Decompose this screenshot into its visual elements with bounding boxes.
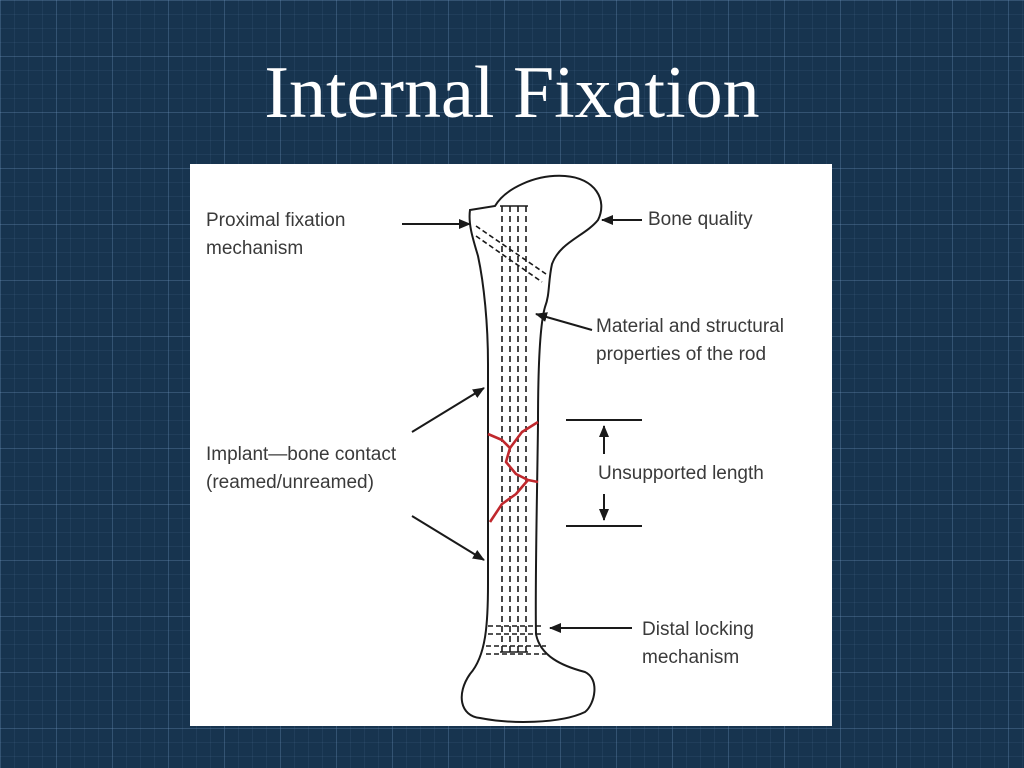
label-distal-locking: Distal locking mechanism xyxy=(642,619,754,668)
label-material-properties: Material and structural properties of th… xyxy=(596,316,784,365)
unsupported-length-dimension xyxy=(566,419,642,527)
distal-locking-screws xyxy=(486,625,546,655)
arrow-contact-upper xyxy=(411,387,485,433)
fracture-lines xyxy=(487,420,539,523)
label-proximal-fixation: Proximal fixation mechanism xyxy=(206,210,346,259)
femur-illustration xyxy=(402,174,642,723)
femur-diagram: Proximal fixation mechanism Bone quality… xyxy=(190,164,832,726)
femur-outline xyxy=(460,174,603,723)
arrow-material xyxy=(535,312,593,331)
slide-title: Internal Fixation xyxy=(264,52,760,134)
label-bone-quality: Bone quality xyxy=(648,209,753,230)
proximal-screw xyxy=(475,225,547,283)
label-implant-bone-contact: Implant—bone contact (reamed/unreamed) xyxy=(206,444,397,493)
arrow-contact-lower xyxy=(411,515,485,561)
label-unsupported-length: Unsupported length xyxy=(598,463,764,484)
